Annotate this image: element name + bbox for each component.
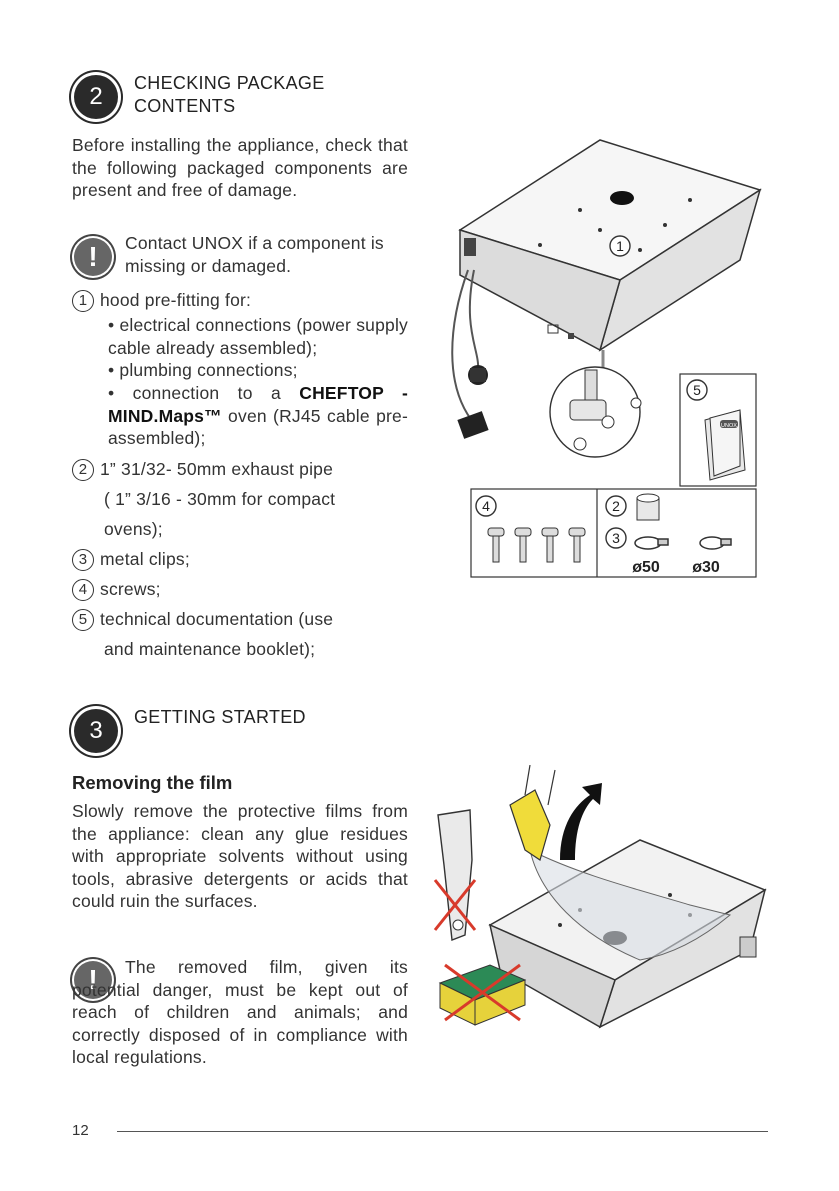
pipe-icon — [636, 493, 660, 521]
step-3-badge: 3 — [74, 709, 118, 753]
figure-label-1-text: 1 — [616, 238, 624, 254]
item-4-text: screws; — [100, 579, 161, 599]
screw-icons — [487, 527, 586, 563]
diameter-50: ø50 — [632, 559, 660, 576]
item-1-sub3-brand: CHEFTOP - MIND.Maps™ — [108, 383, 408, 426]
section-2-title-line1: CHECKING PACKAGE — [134, 73, 325, 93]
list-item-5: 5 technical documentation (use — [72, 608, 334, 632]
item-1-sub3-c: oven (RJ45 cable pre-assembled); — [108, 405, 408, 449]
list-item-4: 4 screws; — [72, 578, 161, 602]
section-2-intro: Before installing the appliance, check t… — [72, 135, 408, 200]
protective-film — [529, 849, 732, 961]
item-2-number: 2 — [72, 459, 94, 482]
figure-label-1: 1 — [609, 235, 631, 257]
item-4-number: 4 — [72, 579, 94, 602]
sponge-crossed — [438, 963, 527, 1026]
rj45-connector — [457, 411, 489, 439]
item-2-line3: ovens); — [104, 519, 163, 539]
warning-icon-2: ! — [74, 961, 112, 999]
list-item-3: 3 metal clips; — [72, 548, 190, 572]
section-3-subhead: Removing the film — [72, 772, 233, 793]
figure-label-3: 3 — [612, 530, 620, 546]
scraper-tool-crossed — [433, 809, 477, 941]
item-3-text: metal clips; — [100, 549, 190, 569]
item-1-text: hood pre-fitting for: — [100, 290, 252, 310]
item-3-number: 3 — [72, 549, 94, 572]
package-contents-illustration: 1 5 UNOX 4 — [451, 139, 762, 578]
gloved-hand — [509, 765, 556, 861]
figure-label-5: 5 — [693, 382, 701, 398]
item-1-number: 1 — [72, 290, 94, 313]
item-1-sub3-a: • connection to a — [108, 383, 300, 403]
film-removal-illustration — [433, 765, 767, 1029]
list-item-1: 1 hood pre-fitting for: — [72, 289, 408, 313]
arrow-up-icon — [560, 783, 602, 860]
figure-label-4: 4 — [482, 498, 490, 514]
warning-icon: ! — [74, 238, 112, 276]
section-2-title: CHECKING PACKAGE CONTENTS — [134, 72, 325, 118]
item-2-line2: ( 1” 3/16 - 30mm for compact — [104, 489, 336, 509]
figure-label-2: 2 — [612, 498, 620, 514]
page-number: 12 — [72, 1122, 89, 1139]
section-3-paragraph: Slowly remove the protective films from … — [72, 801, 408, 911]
list-item-1-sub1: • electrical connections (power supply c… — [108, 315, 408, 358]
item-2-line1: 1” 31/32- 50mm exhaust pipe — [100, 459, 334, 479]
item-5-number: 5 — [72, 609, 94, 632]
step-2-badge: 2 — [74, 75, 118, 119]
clip-icons — [634, 536, 732, 550]
section-2-title-line2: CONTENTS — [134, 96, 236, 116]
list-item-1-sub3: • connection to a CHEFTOP - MIND.Maps™ o… — [108, 382, 408, 450]
item-5-line2: and maintenance booklet); — [104, 639, 316, 659]
list-item-2: 2 1” 31/32- 50mm exhaust pipe — [72, 458, 408, 482]
booklet-brand: UNOX — [721, 423, 737, 429]
list-item-1-sub2: • plumbing connections; — [108, 360, 298, 380]
plumbing-detail — [549, 366, 642, 458]
section-3-title: GETTING STARTED — [134, 707, 306, 727]
diameter-30: ø30 — [692, 559, 720, 576]
section-3-warning: The removed film, given its potential da… — [72, 957, 408, 1067]
item-5-line1: technical documentation (use — [100, 609, 334, 629]
power-plug — [468, 365, 488, 385]
footer-divider — [117, 1131, 768, 1132]
parts-box: 4 2 3 ø50 ø30 — [470, 488, 757, 578]
section-2-warning: Contact UNOX if a component is missing o… — [125, 233, 384, 276]
hood-unit — [458, 139, 762, 370]
booklet-box: 5 UNOX — [679, 373, 757, 487]
